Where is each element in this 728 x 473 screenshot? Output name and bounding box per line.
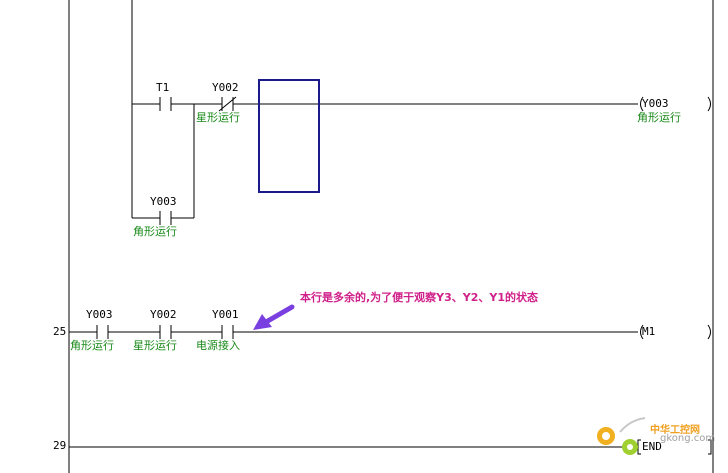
coil-y003-label: Y003 xyxy=(642,97,669,110)
rung-y003-wiring xyxy=(131,0,638,219)
contact-y003-r25[interactable] xyxy=(96,325,109,339)
contact-y003-r25-label: Y003 xyxy=(86,308,113,321)
contact-t1-label: T1 xyxy=(156,81,170,94)
rung-29-wiring xyxy=(69,439,712,455)
contact-y002-label: Y002 xyxy=(212,81,239,94)
coil-m1-label: M1 xyxy=(642,325,656,338)
note-arrow-icon xyxy=(253,304,295,330)
contact-y002-r25[interactable] xyxy=(159,325,172,339)
contact-y001-r25[interactable] xyxy=(221,325,234,339)
watermark-site-name: 中华工控网 xyxy=(650,425,700,436)
contact-y002-comment: 星形运行 xyxy=(196,111,240,124)
contact-y003-r25-comment: 角形运行 xyxy=(70,339,114,352)
contact-y003-branch[interactable] xyxy=(159,211,172,225)
step-number-25: 25 xyxy=(53,325,67,338)
end-instruction-label: END xyxy=(642,440,662,453)
contact-y001-r25-comment: 电源接入 xyxy=(196,339,240,352)
annotation-note: 本行是多余的,为了便于观察Y3、Y2、Y1的状态 xyxy=(300,291,539,304)
contact-y003-branch-comment: 角形运行 xyxy=(133,225,177,238)
contact-t1[interactable] xyxy=(159,97,172,111)
contact-y002-r25-comment: 星形运行 xyxy=(133,339,177,352)
watermark-gear-icon xyxy=(597,417,646,455)
contact-y002-r25-label: Y002 xyxy=(150,308,177,321)
step-number-29: 29 xyxy=(53,439,67,452)
watermark-site-url: gkong.com xyxy=(660,433,716,444)
coil-y003[interactable] xyxy=(640,96,711,112)
coil-m1[interactable] xyxy=(640,324,711,340)
contact-y002-nc[interactable] xyxy=(218,96,237,112)
edit-cursor[interactable] xyxy=(258,79,320,193)
contact-y001-r25-label: Y001 xyxy=(212,308,239,321)
coil-y003-comment: 角形运行 xyxy=(637,111,681,124)
contact-y003-branch-label: Y003 xyxy=(150,195,177,208)
